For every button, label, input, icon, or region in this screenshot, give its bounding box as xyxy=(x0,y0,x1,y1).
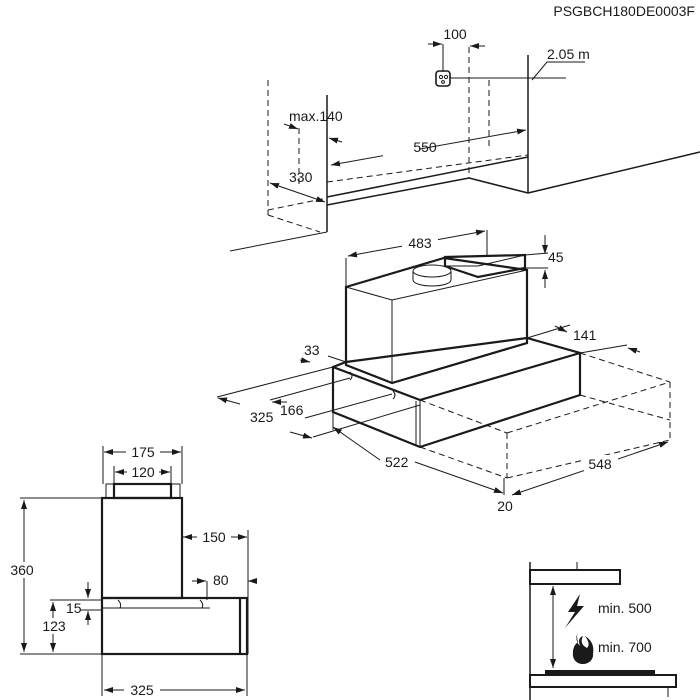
dim-socket-height: 2.05 m xyxy=(547,46,590,62)
electric-lightning-icon xyxy=(565,594,584,628)
dim-cap-175: 175 xyxy=(131,444,155,460)
dim-depth-325-side: 325 xyxy=(130,682,154,698)
dim-offset-141: 141 xyxy=(573,327,597,343)
dim-width-550: 550 xyxy=(413,139,437,155)
dim-depth-166: 166 xyxy=(280,402,304,418)
dim-offset-150: 150 xyxy=(202,529,226,545)
installation-view: 550 max.140 330 100 2.05 m xyxy=(229,26,700,252)
dim-top-width-483: 483 xyxy=(408,235,432,251)
dim-height-360: 360 xyxy=(10,562,34,578)
dim-extended-548: 548 xyxy=(588,456,612,472)
dim-depth-330: 330 xyxy=(289,169,313,185)
dim-width-522: 522 xyxy=(385,454,409,470)
clearance-view: min. 500 min. 700 xyxy=(529,562,677,700)
dim-cap-120: 120 xyxy=(131,464,155,480)
clearance-gas: min. 700 xyxy=(598,639,652,655)
dim-top-height-45: 45 xyxy=(548,249,564,265)
product-code: PSGBCH180DE0003F xyxy=(553,3,695,19)
dim-depth-325: 325 xyxy=(250,409,274,425)
hood-isometric-view: 483 45 141 33 325 166 522 548 20 xyxy=(216,229,671,514)
dim-rail-80: 80 xyxy=(213,572,229,588)
dim-rail-15: 15 xyxy=(66,600,82,616)
gas-flame-icon xyxy=(572,632,594,665)
dim-offset-33: 33 xyxy=(304,342,320,358)
dim-max-140: max.140 xyxy=(289,108,343,124)
dim-socket-100: 100 xyxy=(443,26,467,42)
clearance-electric: min. 500 xyxy=(598,600,652,616)
dim-front-20: 20 xyxy=(497,498,513,514)
side-view: 175 120 360 123 15 150 80 325 xyxy=(2,444,257,698)
dim-drawer-123: 123 xyxy=(42,618,66,634)
